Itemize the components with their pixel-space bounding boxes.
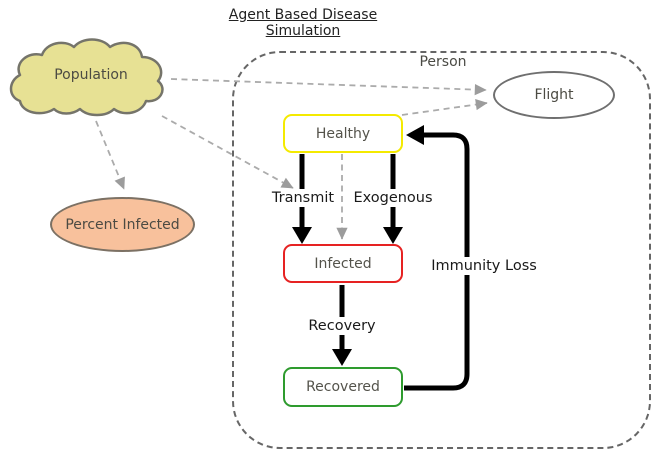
- percent-infected-node: Percent Infected: [50, 197, 195, 252]
- infected-label: Infected: [314, 255, 372, 272]
- healthy-node: Healthy: [283, 114, 403, 153]
- infected-node: Infected: [283, 244, 403, 283]
- recovery-edge-label: Recovery: [304, 317, 380, 335]
- person-container-label: Person: [419, 54, 467, 70]
- transmit-edge-label: Transmit: [267, 189, 339, 207]
- population-to-percent-infected-arrow: [95, 120, 125, 190]
- flight-node: Flight: [493, 71, 615, 119]
- exogenous-arrowhead: [383, 227, 403, 244]
- healthy-to-flight-arrow: [401, 99, 488, 116]
- recovered-label: Recovered: [306, 379, 380, 395]
- population-to-flight-arrow: [170, 78, 487, 96]
- population-to-transmit-arrow: [161, 115, 294, 189]
- population-cloud-shape: [9, 38, 164, 117]
- population-node-label: Population: [54, 67, 128, 83]
- recovery-arrowhead: [332, 349, 352, 366]
- exogenous-edge-label: Exogenous: [349, 189, 437, 207]
- transmit-arrowhead: [292, 227, 312, 244]
- recovered-node: Recovered: [283, 367, 403, 407]
- immunity-loss-edge-label: Immunity Loss: [427, 257, 541, 275]
- diagram-title: Agent Based Disease Simulation: [203, 7, 403, 39]
- immunity-loss-arrowhead: [406, 125, 424, 145]
- healthy-label: Healthy: [315, 125, 371, 142]
- diagram-title-line1: Agent Based Disease: [228, 7, 378, 23]
- person-container: [232, 51, 651, 449]
- flight-label: Flight: [534, 87, 574, 103]
- percent-infected-label: Percent Infected: [65, 216, 180, 233]
- diagram-title-line2: Simulation: [265, 23, 341, 39]
